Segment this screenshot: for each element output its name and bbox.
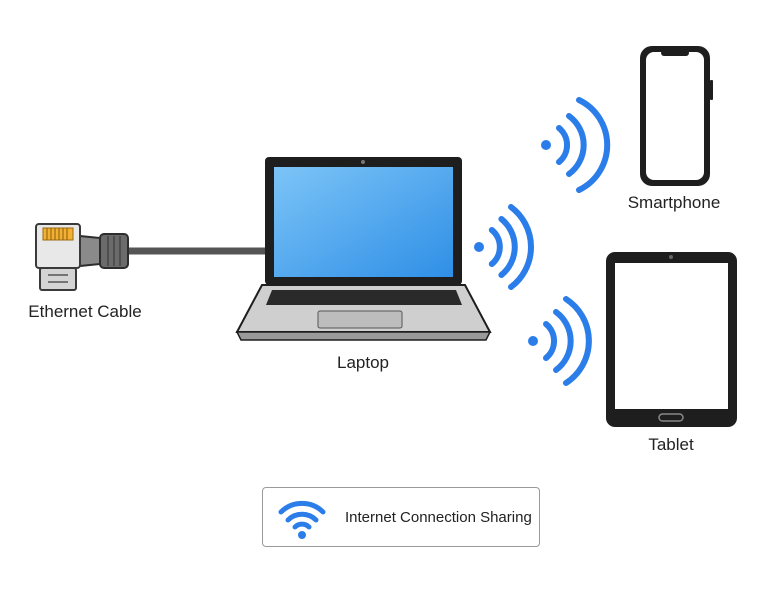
legend-box: Internet Connection Sharing (262, 487, 540, 547)
laptop-label: Laptop (337, 353, 389, 372)
tablet-icon (606, 252, 737, 427)
legend-label: Internet Connection Sharing (345, 509, 532, 526)
wifi-signal-smartphone-icon (541, 97, 611, 193)
smartphone-label: Smartphone (627, 193, 721, 212)
ethernet-cable-label: Ethernet Cable (28, 302, 142, 321)
wifi-signal-laptop-icon (474, 204, 534, 290)
laptop-icon (235, 157, 492, 341)
ethernet-cable-icon (35, 223, 272, 291)
tablet-label: Tablet (648, 435, 694, 454)
smartphone-icon (640, 46, 713, 186)
wifi-icon (278, 500, 326, 539)
wifi-signal-tablet-icon (528, 296, 592, 386)
